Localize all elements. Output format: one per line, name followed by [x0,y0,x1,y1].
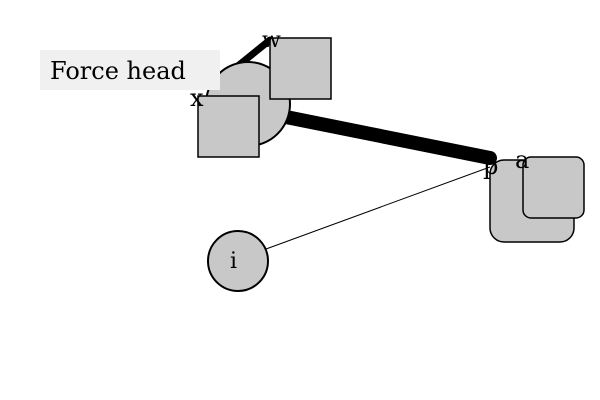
node-label-a: a [515,146,530,174]
node-i[interactable] [207,230,269,292]
node-label-p: p [483,152,499,180]
node-label-i: i [230,249,238,274]
node-x[interactable] [197,95,260,158]
force-head-button[interactable]: Force head [40,50,220,90]
edge-hub-p [279,110,497,165]
node-label-x: x [190,84,204,112]
node-w[interactable] [269,37,332,100]
edge-i-p [265,166,491,250]
node-a[interactable] [522,156,585,219]
node-label-w: w [262,28,281,53]
